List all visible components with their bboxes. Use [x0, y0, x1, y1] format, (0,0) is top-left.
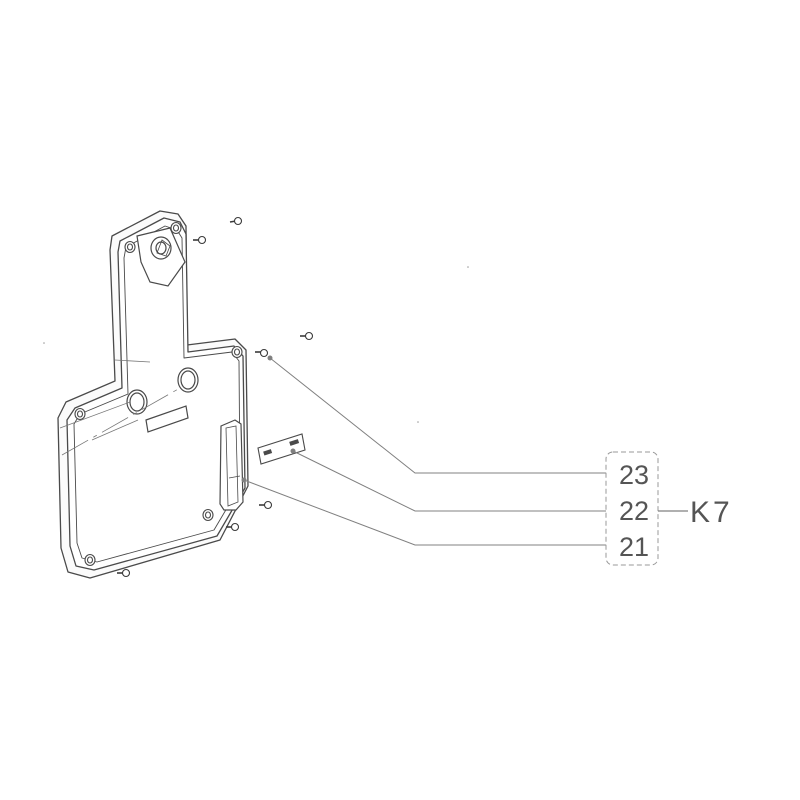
screw-7	[117, 568, 131, 578]
reflector-strip	[257, 433, 306, 465]
screw-5	[259, 500, 273, 510]
callout-23: 23	[619, 460, 649, 490]
screw-4	[255, 348, 269, 358]
plate-features	[126, 367, 199, 433]
callout-22: 22	[619, 496, 649, 526]
screws	[117, 216, 314, 578]
screw-3	[300, 331, 314, 341]
bracket-plate	[57, 210, 249, 579]
screw-1	[229, 216, 243, 226]
lamp-bracket	[219, 419, 244, 511]
leader-dots	[241, 355, 296, 483]
callout-box	[605, 451, 659, 566]
leader-21	[243, 479, 612, 546]
callout-21: 21	[619, 532, 649, 562]
construction-lines	[59, 359, 181, 456]
screw-2	[193, 235, 207, 245]
mount-tab	[136, 227, 186, 287]
leader-23	[269, 357, 612, 474]
leader-22	[292, 450, 612, 512]
group-label: K7	[690, 496, 733, 529]
screw-6	[226, 522, 240, 532]
leader-lines	[243, 357, 612, 546]
mount-holes	[74, 221, 243, 567]
stray-marks	[43, 266, 469, 423]
